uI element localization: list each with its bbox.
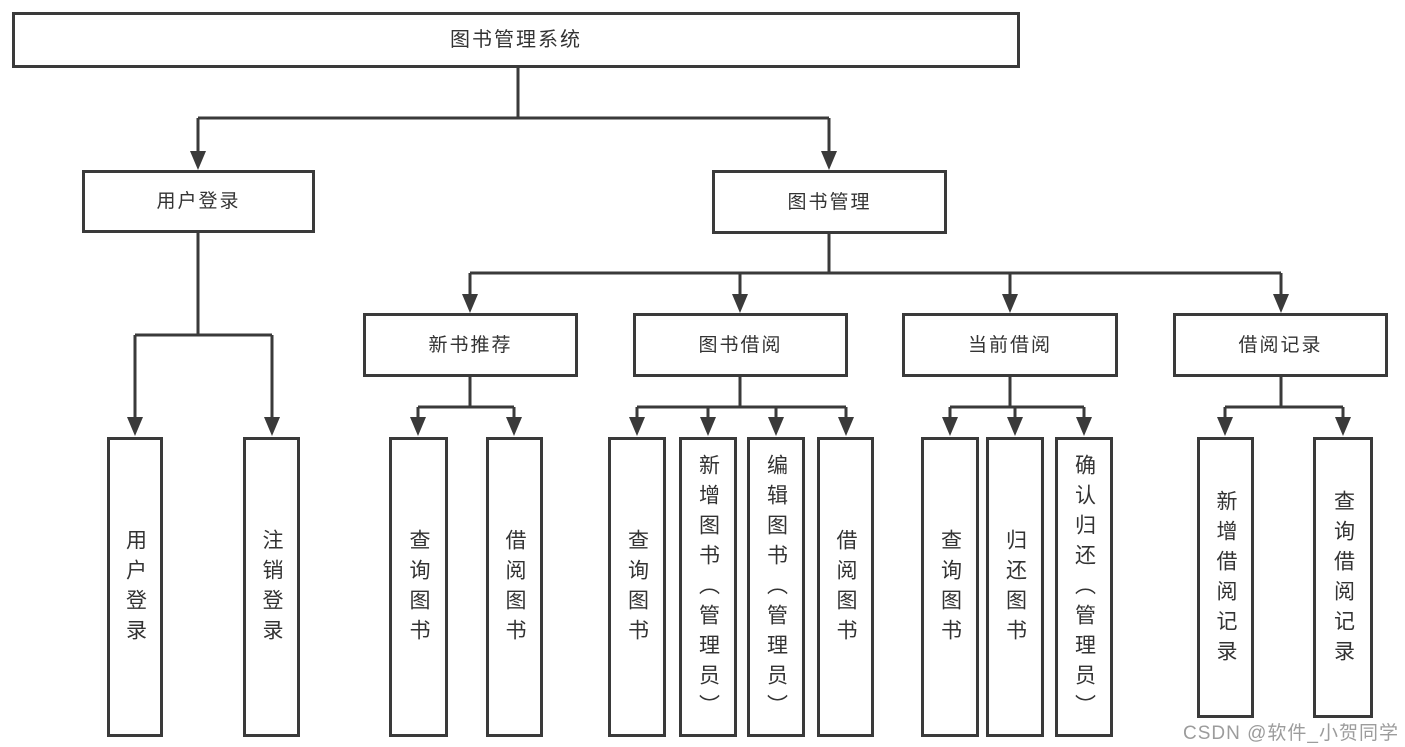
node-library-management-system: 图书管理系统 <box>12 12 1020 68</box>
node-confirm-return-admin: 确认归还（管理员） <box>1055 437 1113 737</box>
node-current-borrowing: 当前借阅 <box>902 313 1118 377</box>
node-add-borrow-record: 新增借阅记录 <box>1197 437 1254 718</box>
connector-borrowing-records <box>1217 377 1351 436</box>
node-user-login: 用户登录 <box>82 170 315 233</box>
node-borrow-books-2: 借阅图书 <box>817 437 874 737</box>
connector-user-login <box>127 233 280 436</box>
node-new-book-recommendation: 新书推荐 <box>363 313 578 377</box>
connector-book-management <box>462 234 1289 313</box>
connector-root <box>190 68 837 170</box>
node-search-books-2: 查询图书 <box>608 437 666 737</box>
node-borrow-books-1: 借阅图书 <box>486 437 543 737</box>
node-book-management: 图书管理 <box>712 170 947 234</box>
connector-new-book-recommendation <box>410 377 522 436</box>
node-search-books-3: 查询图书 <box>921 437 979 737</box>
node-user-login-leaf: 用户登录 <box>107 437 163 737</box>
node-search-borrow-record: 查询借阅记录 <box>1313 437 1373 718</box>
node-search-books-1: 查询图书 <box>389 437 448 737</box>
node-borrowing-records: 借阅记录 <box>1173 313 1388 377</box>
node-add-books-admin: 新增图书（管理员） <box>679 437 737 737</box>
node-edit-books-admin: 编辑图书（管理员） <box>747 437 805 737</box>
csdn-watermark: CSDN @软件_小贺同学 <box>1183 723 1399 744</box>
connector-book-borrowing <box>629 377 854 436</box>
node-logout: 注销登录 <box>243 437 300 737</box>
connector-current-borrowing <box>942 377 1092 436</box>
node-return-books: 归还图书 <box>986 437 1044 737</box>
node-book-borrowing: 图书借阅 <box>633 313 848 377</box>
